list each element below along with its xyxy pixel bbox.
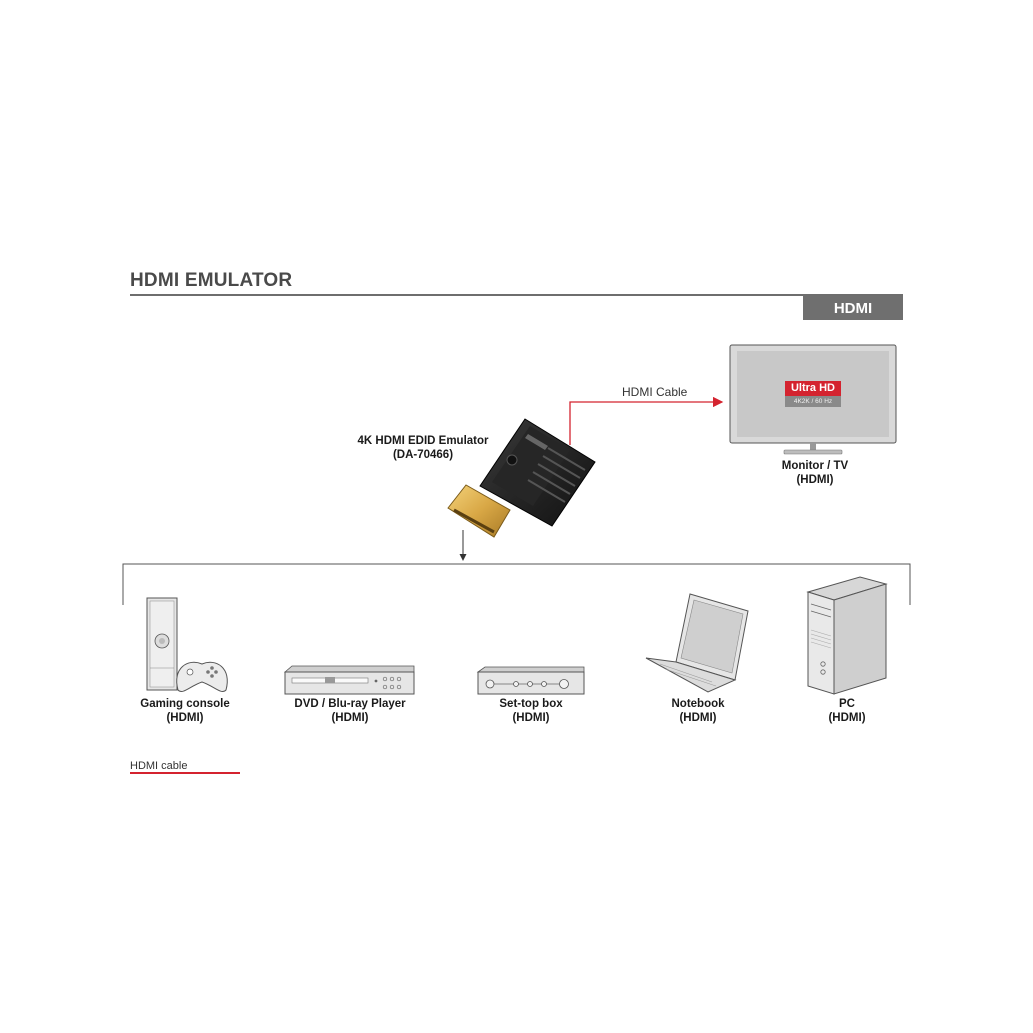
notebook-icon bbox=[645, 593, 749, 693]
ultra-hd-badge: Ultra HD 4K2K / 60 Hz bbox=[785, 381, 841, 408]
hdmi-cable-line bbox=[569, 396, 724, 445]
device-port: (HDMI) bbox=[166, 712, 204, 724]
device-name: Set-top box bbox=[499, 698, 563, 710]
legend-label: HDMI cable bbox=[130, 760, 188, 772]
device-port: (HDMI) bbox=[828, 712, 866, 724]
monitor-port: (HDMI) bbox=[796, 474, 834, 486]
emulator-label: 4K HDMI EDID Emulator (DA-70466) bbox=[358, 434, 489, 462]
pc-tower-icon bbox=[806, 576, 888, 695]
set-top-box-icon bbox=[476, 666, 585, 695]
ultra-hd-text: Ultra HD bbox=[785, 381, 841, 396]
dvd-player-icon bbox=[283, 665, 415, 695]
device-port: (HDMI) bbox=[512, 712, 550, 724]
device-label-dvd-player: DVD / Blu-ray Player (HDMI) bbox=[294, 697, 405, 725]
legend-line bbox=[130, 772, 240, 774]
emulator-name: 4K HDMI EDID Emulator bbox=[357, 435, 489, 447]
device-label-notebook: Notebook (HDMI) bbox=[671, 697, 724, 725]
hdmi-emulator-icon bbox=[447, 418, 596, 538]
device-name: DVD / Blu-ray Player bbox=[294, 698, 406, 710]
monitor-label: Monitor / TV (HDMI) bbox=[782, 459, 848, 487]
device-label-set-top-box: Set-top box (HDMI) bbox=[499, 697, 562, 725]
device-name: Gaming console bbox=[140, 698, 230, 710]
page-title: HDMI EMULATOR bbox=[130, 270, 293, 291]
resolution-text: 4K2K / 60 Hz bbox=[785, 396, 841, 407]
gaming-console-icon bbox=[146, 597, 228, 692]
device-label-pc: PC (HDMI) bbox=[828, 697, 865, 725]
hdmi-badge: HDMI bbox=[803, 296, 903, 320]
device-port: (HDMI) bbox=[331, 712, 369, 724]
device-port: (HDMI) bbox=[679, 712, 717, 724]
monitor-name: Monitor / TV bbox=[781, 460, 849, 472]
source-bracket bbox=[122, 563, 911, 605]
hdmi-cable-label: HDMI Cable bbox=[622, 385, 688, 399]
device-label-gaming-console: Gaming console (HDMI) bbox=[140, 697, 229, 725]
device-name: Notebook bbox=[671, 698, 725, 710]
title-divider bbox=[130, 294, 903, 296]
emulator-model: (DA-70466) bbox=[392, 449, 454, 461]
device-name: PC bbox=[839, 698, 855, 710]
